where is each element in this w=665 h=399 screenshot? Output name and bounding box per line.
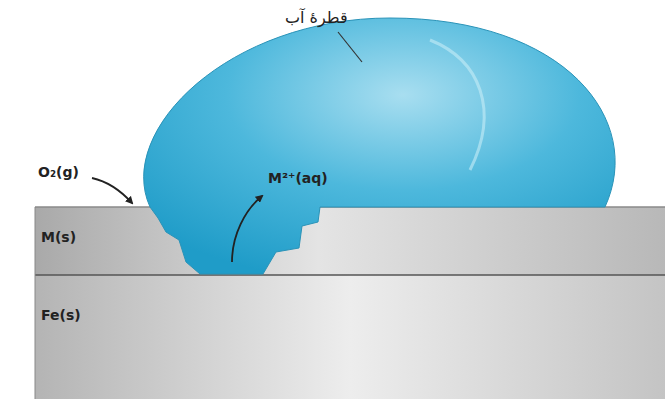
metal-coating	[35, 207, 665, 275]
drop-label: قطرهٔ آب	[285, 8, 348, 27]
layer-label: Fe(s)	[41, 307, 145, 323]
drop-highlight	[430, 40, 484, 170]
boundary-line	[35, 274, 665, 276]
ion-arrow	[232, 196, 262, 262]
species-label: O₂(g)	[38, 164, 79, 180]
iron-layer	[35, 275, 665, 399]
layer-label: M(s)	[41, 229, 145, 245]
metal-layer: Fe(s)	[35, 275, 145, 399]
leader-line	[338, 32, 362, 62]
metal-layer: M(s)	[35, 207, 145, 275]
oxygen-arrow	[92, 178, 132, 203]
edge-line	[35, 207, 36, 399]
species-label: M²⁺(aq)	[268, 170, 328, 186]
water-drop	[144, 18, 615, 274]
